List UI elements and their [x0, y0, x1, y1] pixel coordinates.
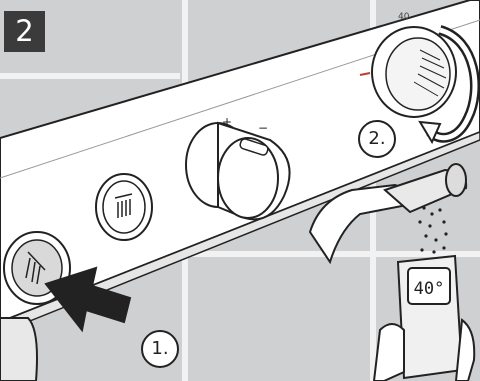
dial-minus-mark: −: [258, 121, 268, 135]
bath-spout: [0, 318, 37, 381]
water-spray: [418, 206, 447, 253]
thermostat-scale-mark: 40: [398, 12, 409, 22]
step-number-badge: 2: [4, 11, 45, 52]
handheld-select-button[interactable]: [96, 174, 152, 240]
thermometer-icon: [374, 256, 474, 381]
step-label-1: 1.: [141, 330, 179, 368]
thermometer-reading: 40°: [414, 279, 445, 299]
step-label-2: 2.: [358, 120, 396, 158]
dial-plus-mark: +: [222, 115, 232, 129]
